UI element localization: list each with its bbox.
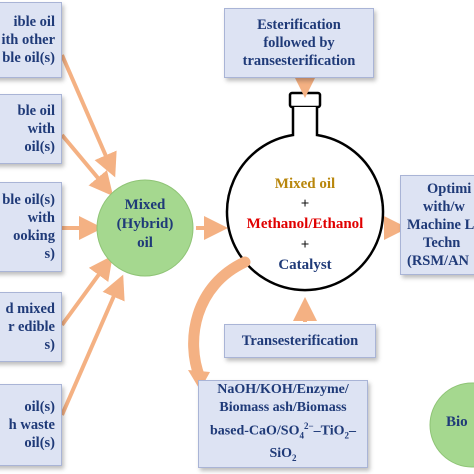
flask-methanol-ethanol: Methanol/Ethanol bbox=[246, 216, 364, 232]
left-box-4-line-2: r edible bbox=[8, 319, 55, 335]
arrow-from-box-2 bbox=[60, 133, 114, 197]
left-box-3-line-3: ooking bbox=[13, 228, 55, 244]
flask-plus-2: + bbox=[300, 237, 310, 253]
esterification-line-1: Esterification bbox=[257, 17, 341, 33]
esterification-line-2: followed by bbox=[263, 35, 335, 51]
left-box-3: ble oil(s) with ooking s) bbox=[0, 182, 62, 272]
mixed-oil-circle bbox=[96, 179, 194, 277]
curved-arrow-catalyst bbox=[188, 256, 251, 384]
left-box-5-line-1: oil(s) bbox=[24, 399, 55, 415]
catalyst-line-3: based-CaO/SO42−–TiO2– bbox=[210, 417, 356, 444]
optimization-line-5: (RSM/AN bbox=[407, 253, 470, 269]
flask-mixed-oil: Mixed oil bbox=[274, 176, 336, 192]
left-box-5-line-2: h waste bbox=[8, 417, 55, 433]
left-box-5-line-3: oil(s) bbox=[24, 435, 55, 451]
left-box-1-line-1: ible oil bbox=[13, 14, 56, 30]
left-box-4-line-1: d mixed bbox=[5, 301, 55, 317]
optimization-line-2: with/w bbox=[423, 199, 465, 215]
catalyst-line-3-suffix: –TiO bbox=[313, 424, 345, 440]
catalyst-line-4-text: SiO bbox=[269, 445, 293, 461]
catalyst-line-3-end: – bbox=[348, 424, 356, 440]
left-box-5: oil(s) h waste oil(s) bbox=[0, 384, 62, 466]
left-box-4: d mixed r edible s) bbox=[0, 292, 62, 362]
optimization-line-3: Machine L bbox=[407, 217, 474, 233]
catalyst-line-4: SiO2 bbox=[269, 445, 296, 467]
left-box-2: ble oil with oil(s) bbox=[0, 94, 62, 164]
flask-catalyst: Catalyst bbox=[278, 257, 332, 273]
mixed-oil-line-3: oil bbox=[137, 235, 153, 251]
mixed-oil-line-1: Mixed bbox=[124, 197, 166, 213]
left-box-2-line-2: with bbox=[27, 121, 55, 137]
arrow-from-box-1 bbox=[60, 54, 117, 178]
arrow-from-box-5 bbox=[60, 274, 125, 416]
mixed-oil-line-2: (Hybrid) bbox=[116, 216, 174, 232]
esterification-line-3: transesterification bbox=[242, 53, 356, 69]
catalyst-line-1: NaOH/KOH/Enzyme/ bbox=[217, 382, 349, 398]
catalyst-line-3-sub2: 2 bbox=[344, 430, 349, 441]
catalyst-line-2: Biomass ash/Biomass bbox=[219, 400, 347, 416]
mixed-oil-label: Mixed (Hybrid) oil bbox=[97, 196, 193, 253]
left-box-3-line-4: s) bbox=[44, 246, 55, 262]
left-box-4-line-3: s) bbox=[44, 337, 55, 353]
catalyst-line-3-sup: 2− bbox=[303, 421, 314, 432]
bio-circle bbox=[429, 382, 474, 468]
left-box-2-line-3: oil(s) bbox=[24, 139, 55, 155]
optimization-box: Optimi with/w Machine L Techn (RSM/AN bbox=[400, 175, 474, 275]
transesterification-label: Transesterification bbox=[241, 333, 359, 349]
left-box-2-line-1: ble oil bbox=[17, 103, 55, 119]
catalyst-line-4-sub: 2 bbox=[292, 452, 297, 463]
flask-plus-1: + bbox=[300, 196, 310, 212]
left-box-1-line-3: ble oil(s) bbox=[2, 50, 55, 66]
bio-label: Bio bbox=[446, 414, 468, 430]
transesterification-box: Transesterification bbox=[224, 324, 376, 358]
left-box-3-line-1: ble oil(s) bbox=[2, 192, 55, 208]
left-box-1: ible oil ith other ble oil(s) bbox=[0, 2, 62, 78]
left-box-3-line-2: with bbox=[27, 210, 55, 226]
optimization-line-4: Techn bbox=[423, 235, 461, 251]
catalyst-line-3-sub: 4 bbox=[299, 430, 304, 441]
left-arrows bbox=[60, 54, 125, 416]
left-box-1-line-2: ith other bbox=[1, 32, 55, 48]
esterification-box: Esterification followed by transesterifi… bbox=[224, 8, 374, 78]
catalyst-box: NaOH/KOH/Enzyme/ Biomass ash/Biomass bas… bbox=[198, 380, 368, 468]
arrow-from-box-4 bbox=[60, 255, 113, 327]
catalyst-line-3-prefix: based-CaO/SO bbox=[210, 424, 300, 440]
optimization-line-1: Optimi bbox=[427, 181, 472, 197]
